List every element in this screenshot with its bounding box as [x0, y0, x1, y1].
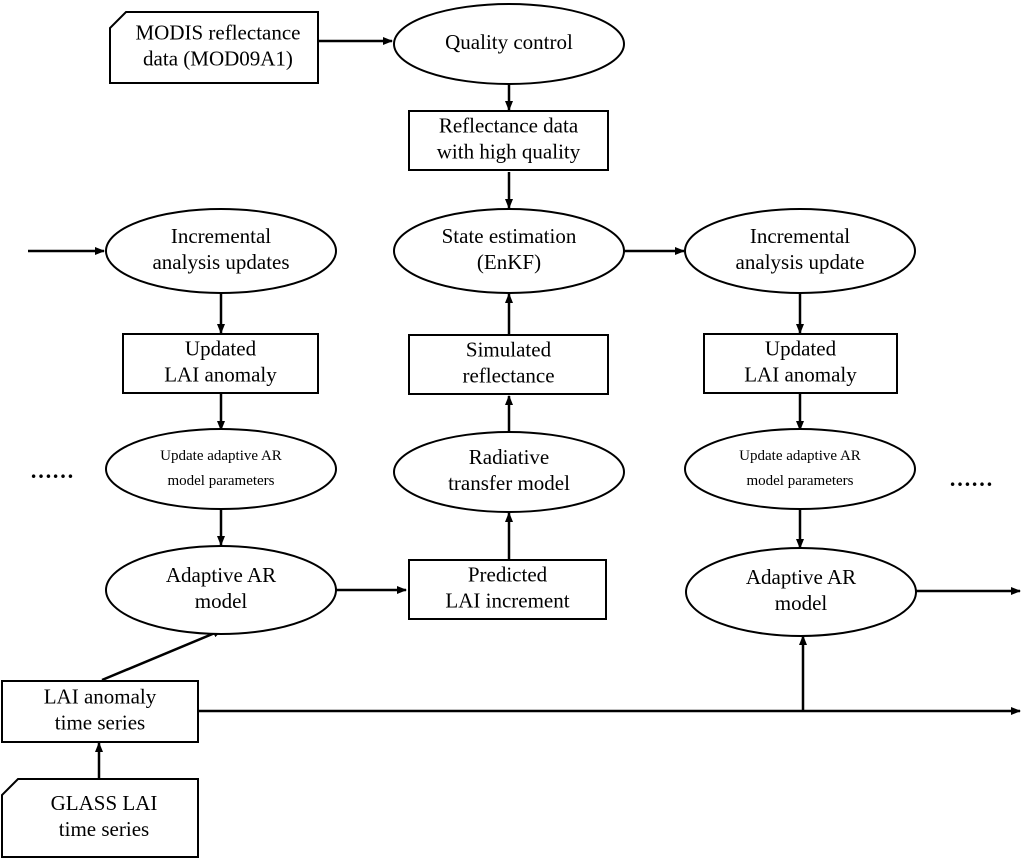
update-ar-left-label-line: Update adaptive AR [160, 448, 282, 464]
simulated-refl-label-line: reflectance [462, 363, 554, 387]
modis-data-document-shape [109, 11, 319, 84]
glass-lai-document-shape [1, 778, 199, 858]
updated-right-label-line: Updated [765, 336, 837, 360]
modis-data-label-line: MODIS reflectance [135, 20, 300, 44]
state-estimation-label-line: State estimation [442, 224, 577, 248]
predicted-inc-label-line: LAI increment [445, 588, 569, 612]
updated-right-label-line: LAI anomaly [744, 362, 857, 386]
ar-model-right-label-line: Adaptive AR [746, 565, 856, 589]
ellipsis-right: …… [949, 466, 993, 491]
ar-model-left-ellipse [105, 545, 337, 635]
simulated-refl-box [408, 334, 609, 395]
reflectance-hq-label-line: Reflectance data [439, 113, 579, 137]
ar-model-left-label-line: model [195, 589, 248, 613]
edge-lai-anomaly-to-ar-left [101, 628, 223, 682]
update-ar-right-label-line: Update adaptive AR [739, 448, 861, 464]
inc-update-right-label-line: Incremental [750, 224, 850, 248]
update-ar-right-label-line: model parameters [746, 473, 853, 489]
state-estimation-label-line: (EnKF) [477, 250, 541, 274]
rtm-label-line: transfer model [448, 471, 570, 495]
lai-anomaly-ts-label-line: time series [55, 710, 145, 734]
ellipsis-left: …… [30, 458, 74, 483]
rtm-label-line: Radiative [469, 445, 549, 469]
inc-update-right-ellipse [684, 208, 916, 294]
rtm-ellipse [393, 431, 625, 513]
glass-lai-label-line: time series [59, 817, 149, 841]
state-estimation-ellipse [393, 208, 625, 294]
updated-left-box [122, 333, 319, 394]
lai-anomaly-ts-label-line: LAI anomaly [44, 684, 157, 708]
modis-data-label-line: data (MOD09A1) [143, 46, 293, 70]
inc-updates-left-label-line: Incremental [171, 224, 271, 248]
updated-left-label-line: Updated [185, 336, 257, 360]
predicted-inc-box [408, 559, 607, 620]
ar-model-left-label-line: Adaptive AR [166, 563, 276, 587]
glass-lai-label-line: GLASS LAI [51, 791, 158, 815]
updated-left-label-line: LAI anomaly [164, 362, 277, 386]
reflectance-hq-label-line: with high quality [437, 139, 581, 163]
update-ar-right-ellipse [684, 428, 916, 510]
inc-updates-left-ellipse [105, 208, 337, 294]
quality-control-label-line: Quality control [445, 30, 573, 54]
ar-model-right-label-line: model [775, 591, 828, 615]
predicted-inc-label-line: Predicted [468, 562, 548, 586]
inc-updates-left-label-line: analysis updates [152, 250, 289, 274]
node-state-estimation: State estimation(EnKF) [393, 208, 625, 294]
node-update-ar-left: Update adaptive AR model parameters [105, 428, 337, 510]
reflectance-hq-box [408, 110, 609, 171]
inc-update-right-label-line: analysis update [736, 250, 865, 274]
edges [28, 37, 1021, 778]
updated-right-box [703, 333, 898, 394]
lai-anomaly-ts-box [1, 680, 199, 743]
simulated-refl-label-line: Simulated [466, 337, 552, 361]
node-update-ar-right: Update adaptive AR model parameters [684, 428, 916, 510]
update-ar-left-label-line: model parameters [167, 473, 274, 489]
ar-model-right-ellipse [685, 547, 917, 637]
quality-control-ellipse [393, 3, 625, 85]
node-quality-control: Quality control [393, 3, 625, 85]
update-ar-left-ellipse [105, 428, 337, 510]
